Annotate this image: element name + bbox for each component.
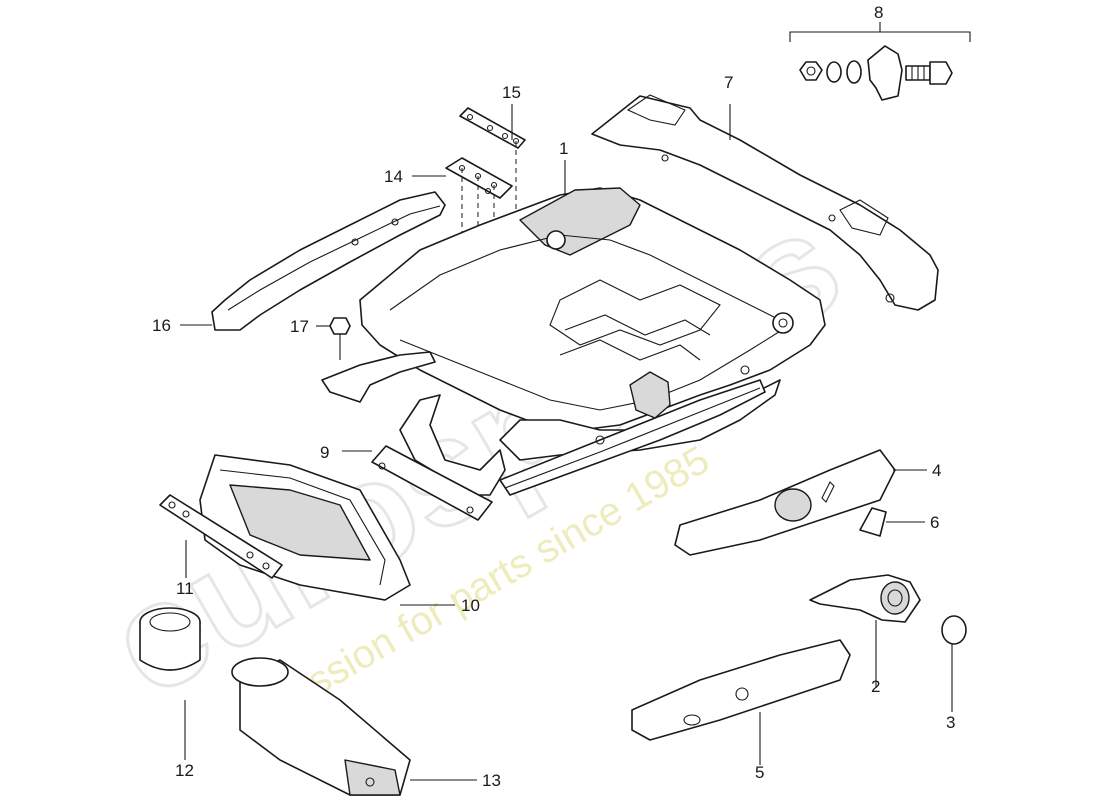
callout-16: 16 [152,316,171,335]
callout-5: 5 [755,763,764,782]
callout-3: 3 [946,713,955,732]
part-1-seat-frame [359,187,826,496]
part-16-rail [211,191,446,331]
callout-2: 2 [871,677,880,696]
callout-17: 17 [290,317,309,336]
callout-1: 1 [559,139,568,158]
callout-10: 10 [461,596,480,615]
lower-left-rail [321,351,436,403]
part-8-hardware [789,22,971,101]
part-4-trim [674,449,896,556]
callout-6: 6 [930,513,939,532]
leader-lines [180,104,953,781]
callout-labels: 1 2 3 4 5 6 7 8 9 10 11 12 13 14 15 16 1… [152,3,955,790]
part-6-clip [859,507,887,537]
callout-4: 4 [932,461,941,480]
part-15-plate [459,107,526,149]
part-2-lever [809,574,921,623]
callout-15: 15 [502,83,521,102]
callout-14: 14 [384,167,403,186]
part-9-bracket [371,394,506,521]
part-7-rail [591,94,939,311]
part-17-screw [329,317,351,360]
part-13-cylinder [231,657,411,796]
callout-9: 9 [320,443,329,462]
callout-11: 11 [176,579,194,598]
callout-12: 12 [175,761,194,780]
callout-8: 8 [874,3,883,22]
callout-13: 13 [482,771,501,790]
callout-7: 7 [724,73,733,92]
part-11-plate [159,494,283,579]
part-14-plate [445,157,513,199]
part-5-trim [631,639,851,741]
part-3-cap [941,615,967,645]
part-12-sleeve [139,607,201,671]
